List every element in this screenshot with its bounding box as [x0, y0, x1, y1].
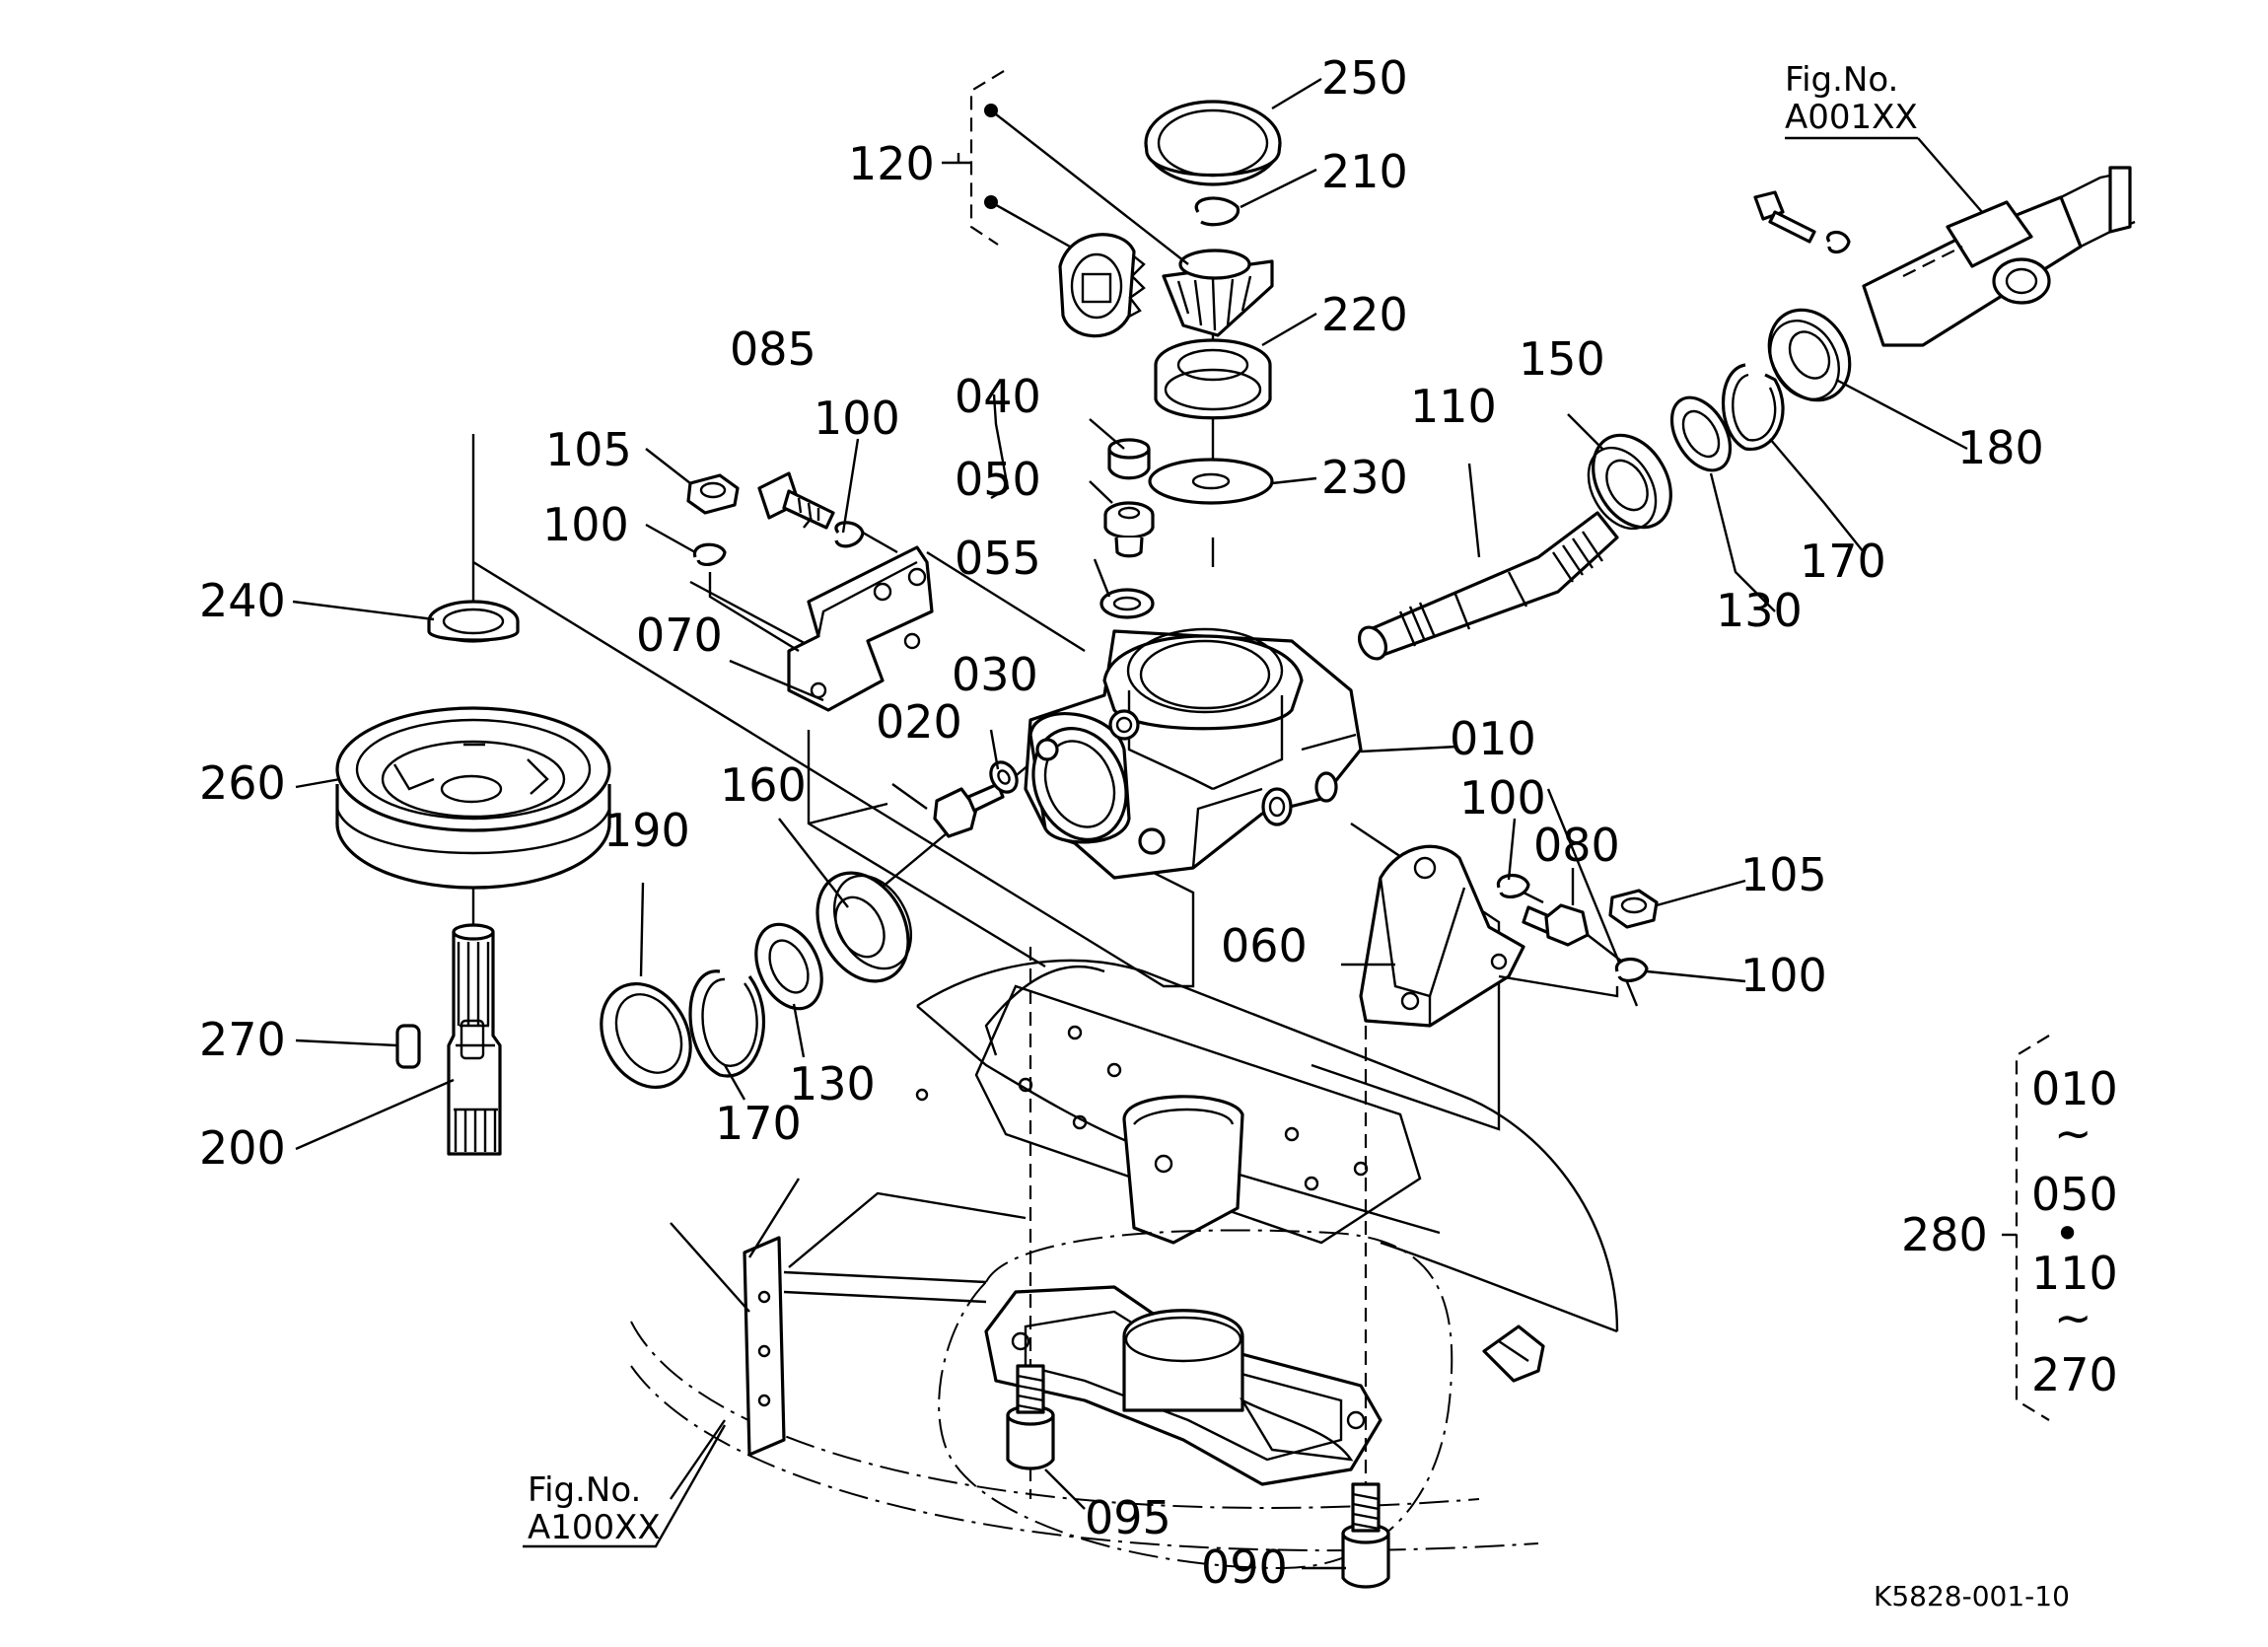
- callout-210: 210: [1321, 145, 1408, 198]
- callout-220: 220: [1321, 288, 1408, 341]
- lock-washer-100a: [834, 521, 865, 548]
- oil-seal-240: [427, 600, 520, 643]
- figure-ref-a001xx-label: Fig.No.: [1785, 60, 1898, 100]
- callout-160: 160: [720, 758, 807, 812]
- bracket-070: [787, 545, 934, 712]
- washer-130b: [754, 922, 823, 1011]
- callout-180: 180: [1957, 421, 2044, 474]
- snap-ring-170a: [1721, 363, 1785, 451]
- callout-170b: 170: [715, 1097, 802, 1150]
- washer-130a: [1669, 395, 1733, 472]
- callout-095: 095: [1085, 1491, 1171, 1544]
- callout-100a: 100: [814, 392, 900, 445]
- universal-joint: [1862, 166, 2136, 347]
- washer-230: [1148, 458, 1274, 505]
- gearbox-housing: [1024, 627, 1363, 880]
- plug-040: [1107, 438, 1151, 480]
- snap-ring-210: [1194, 196, 1240, 227]
- assembly-group-280: 280 010 ~ 050 • 110 ~ 270: [1901, 1035, 2118, 1421]
- assembly-row-4: •: [2054, 1207, 2081, 1260]
- breather-050: [1103, 501, 1155, 558]
- callout-labels: 250 210 120 220 230 040 050 055 110 150 …: [199, 51, 2044, 1594]
- callout-260: 260: [199, 756, 286, 810]
- figure-ref-a001xx: Fig.No. A001XX: [1785, 60, 1918, 137]
- bolt-085: [757, 471, 835, 530]
- callout-105b: 105: [1740, 848, 1827, 901]
- bolt-095: [1006, 1364, 1055, 1470]
- plate-holes: [915, 1025, 1369, 1191]
- key-270: [395, 1024, 421, 1069]
- bolt-090: [1341, 1482, 1390, 1589]
- bolt-080: [1522, 903, 1590, 947]
- callout-130b: 130: [789, 1057, 876, 1110]
- callout-190: 190: [603, 804, 690, 857]
- callout-055: 055: [955, 532, 1041, 585]
- assembly-row-5: 110: [2031, 1247, 2118, 1300]
- callout-010: 010: [1450, 712, 1536, 765]
- callout-270: 270: [199, 1013, 286, 1066]
- callout-030: 030: [952, 648, 1038, 701]
- lock-washer-100b: [693, 542, 727, 567]
- figure-ref-a100xx-id: A100XX: [528, 1508, 661, 1547]
- assembly-row-1: 010: [2031, 1062, 2118, 1115]
- callout-105a: 105: [545, 423, 632, 476]
- callout-085: 085: [730, 322, 816, 376]
- figure-ref-a100xx: Fig.No. A100XX: [528, 1470, 661, 1547]
- assembly-row-7: 270: [2031, 1348, 2118, 1401]
- callout-050: 050: [955, 453, 1041, 506]
- ujoint-bolt: [1753, 190, 1851, 253]
- callout-200: 200: [199, 1121, 286, 1175]
- lock-washer-100c: [1497, 874, 1530, 899]
- leader-lines: [292, 77, 1983, 1570]
- bearing-160: [815, 871, 913, 983]
- callout-020: 020: [876, 695, 962, 749]
- bearing-220: [1154, 338, 1272, 420]
- callout-130a: 130: [1716, 584, 1803, 637]
- bevel-gear-large: [1058, 233, 1146, 338]
- assembly-row-3: 050: [2031, 1168, 2118, 1221]
- callout-080: 080: [1533, 819, 1620, 872]
- assembly-row-2: ~: [2054, 1107, 2092, 1160]
- bracket-060: [1359, 844, 1525, 1028]
- callout-250: 250: [1321, 51, 1408, 105]
- bolt-020: [933, 782, 1005, 838]
- bevel-gear-small: [1162, 249, 1274, 337]
- seal-190: [600, 981, 692, 1090]
- lock-washer-100d: [1615, 958, 1649, 983]
- figure-ref-a100xx-label: Fig.No.: [528, 1470, 641, 1510]
- cover-250: [1144, 100, 1282, 186]
- callout-240: 240: [199, 574, 286, 627]
- shaft-200: [447, 923, 502, 1156]
- bearing-180: [1767, 308, 1852, 402]
- callout-070: 070: [636, 609, 723, 662]
- callout-230: 230: [1321, 451, 1408, 504]
- callout-060: 060: [1221, 919, 1308, 972]
- assembly-row-6: ~: [2054, 1291, 2092, 1344]
- callout-040: 040: [955, 370, 1041, 423]
- callout-100d: 100: [1740, 949, 1827, 1002]
- washer-055: [1099, 588, 1155, 619]
- callout-150: 150: [1519, 332, 1605, 386]
- snap-ring-170b: [688, 969, 765, 1078]
- callout-120: 120: [848, 137, 935, 190]
- callout-110: 110: [1410, 380, 1497, 433]
- callout-100c: 100: [1459, 771, 1546, 824]
- assembly-group-label: 280: [1901, 1208, 1988, 1261]
- nut-105a: [686, 473, 740, 515]
- callout-100b: 100: [542, 498, 629, 551]
- callout-170a: 170: [1800, 535, 1886, 588]
- drawing-code: K5828-001-10: [1874, 1580, 2070, 1612]
- pulley: [335, 706, 611, 890]
- mower-deck: [630, 959, 1619, 1570]
- bracket-120-leaders: [942, 70, 1189, 265]
- nut-105b: [1608, 889, 1659, 929]
- shaft-110: [1357, 511, 1619, 661]
- bearing-150: [1587, 433, 1672, 531]
- figure-ref-a001xx-id: A001XX: [1785, 98, 1918, 137]
- callout-090: 090: [1201, 1540, 1288, 1594]
